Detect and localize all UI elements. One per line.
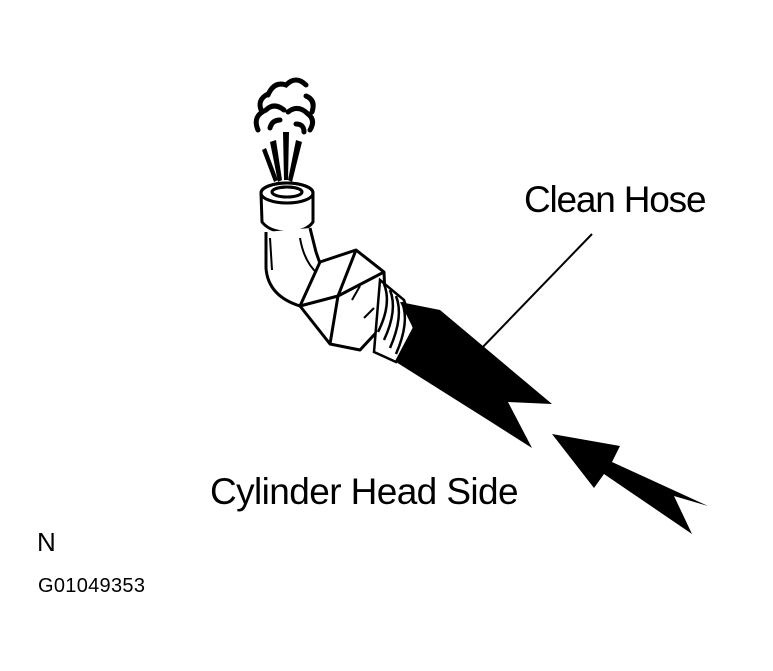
hose-shadow xyxy=(396,302,552,448)
clean-hose-label: Clean Hose xyxy=(524,179,707,220)
figure-id-label: G01049353 xyxy=(38,575,146,597)
airflow-arrow-icon xyxy=(552,434,708,534)
air-puff-icon xyxy=(253,77,316,135)
threaded-shank xyxy=(372,277,416,364)
air-jet-icon xyxy=(262,132,302,182)
cylinder-head-side-label: Cylinder Head Side xyxy=(210,471,519,512)
view-letter-label: N xyxy=(37,527,56,557)
clean-hose-leader-line xyxy=(477,233,593,353)
